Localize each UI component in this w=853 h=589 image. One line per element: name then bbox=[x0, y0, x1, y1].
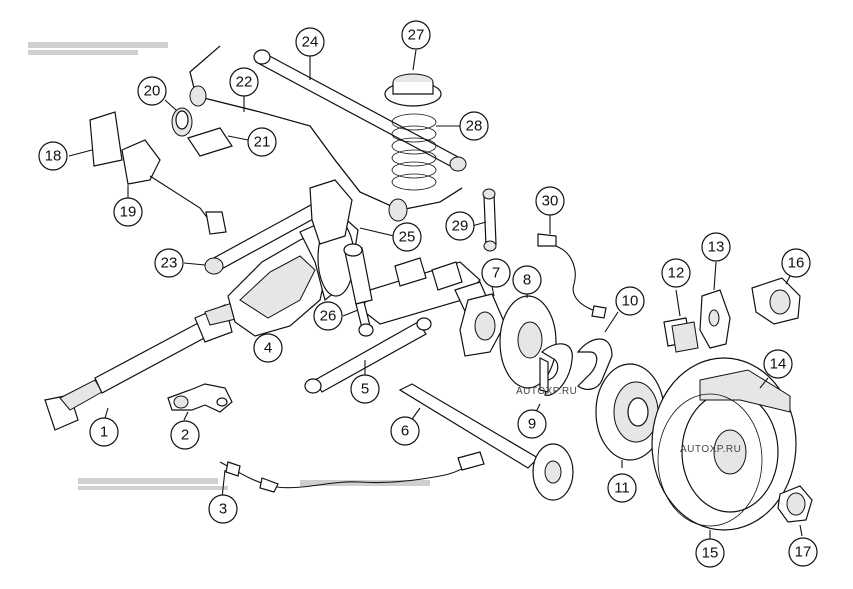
brake-pads bbox=[663, 289, 699, 353]
callout-20: 20 bbox=[137, 76, 167, 106]
callout-30-label: 30 bbox=[542, 193, 559, 210]
callout-15: 15 bbox=[695, 538, 725, 568]
watermark-center: AUTOXP.RU bbox=[516, 386, 577, 397]
trailing-link bbox=[253, 49, 467, 172]
callout-26: 26 bbox=[313, 301, 343, 331]
callout-6: 6 bbox=[390, 416, 420, 446]
callout-1-label: 1 bbox=[100, 424, 108, 441]
callout-11: 11 bbox=[607, 473, 637, 503]
callout-8-label: 8 bbox=[523, 272, 531, 289]
callout-12-label: 12 bbox=[668, 265, 685, 282]
callout-17: 17 bbox=[788, 537, 818, 567]
callout-5-label: 5 bbox=[361, 381, 369, 398]
callout-7: 7 bbox=[481, 258, 511, 288]
callout-9: 9 bbox=[517, 409, 547, 439]
watermark-right: AUTOXP.RU bbox=[680, 444, 741, 455]
callout-16-label: 16 bbox=[788, 255, 805, 272]
callout-28-label: 28 bbox=[466, 118, 483, 135]
callout-4: 4 bbox=[253, 333, 283, 363]
shock-absorber bbox=[342, 243, 374, 337]
callout-13-label: 13 bbox=[708, 239, 725, 256]
hub-cap bbox=[777, 485, 813, 537]
callout-21: 21 bbox=[247, 127, 277, 157]
callout-22: 22 bbox=[229, 67, 259, 97]
spring-seat bbox=[384, 49, 442, 107]
callout-14: 14 bbox=[763, 349, 793, 379]
callout-10-label: 10 bbox=[622, 293, 639, 310]
callout-3-label: 3 bbox=[219, 501, 227, 518]
callout-19: 19 bbox=[113, 197, 143, 227]
callout-27-label: 27 bbox=[408, 27, 425, 44]
shield-plate bbox=[68, 111, 123, 167]
callout-30: 30 bbox=[535, 186, 565, 216]
axle-shaft bbox=[398, 383, 574, 501]
callout-8: 8 bbox=[512, 265, 542, 295]
callout-1: 1 bbox=[89, 417, 119, 447]
callout-29: 29 bbox=[445, 211, 475, 241]
callout-10: 10 bbox=[615, 286, 645, 316]
lateral-rod bbox=[304, 317, 432, 394]
abs-sensor-cable bbox=[219, 451, 485, 499]
callout-22-label: 22 bbox=[236, 74, 253, 91]
callout-26-label: 26 bbox=[320, 308, 337, 325]
callout-14-label: 14 bbox=[770, 356, 787, 373]
callout-19-label: 19 bbox=[120, 204, 137, 221]
callout-9-label: 9 bbox=[528, 416, 536, 433]
callout-17-label: 17 bbox=[795, 544, 812, 561]
callout-24: 24 bbox=[295, 27, 325, 57]
callout-7-label: 7 bbox=[492, 265, 500, 282]
load-sensing-valve bbox=[121, 139, 227, 235]
callout-12: 12 bbox=[661, 258, 691, 288]
callout-2: 2 bbox=[170, 420, 200, 450]
stabilizer-bar bbox=[189, 45, 463, 222]
brake-caliper bbox=[751, 275, 801, 325]
callout-16: 16 bbox=[781, 248, 811, 278]
wheel-rim bbox=[657, 393, 763, 540]
axle-flange bbox=[459, 285, 506, 357]
stabilizer-bushing bbox=[164, 99, 193, 137]
callout-20-label: 20 bbox=[144, 83, 161, 100]
brake-hose bbox=[537, 214, 607, 319]
stabilizer-bracket bbox=[187, 127, 249, 157]
callout-11-label: 11 bbox=[614, 480, 630, 497]
callout-27: 27 bbox=[401, 20, 431, 50]
callout-23: 23 bbox=[154, 248, 184, 278]
callout-3: 3 bbox=[208, 494, 238, 524]
callout-29-label: 29 bbox=[452, 218, 469, 235]
caliper-bracket bbox=[699, 261, 731, 349]
callout-5: 5 bbox=[350, 374, 380, 404]
callout-2-label: 2 bbox=[181, 427, 189, 444]
watermark-bars bbox=[28, 42, 430, 490]
callout-13: 13 bbox=[701, 232, 731, 262]
brake-shoe bbox=[576, 311, 619, 390]
brake-shoes bbox=[535, 343, 573, 413]
callout-23-label: 23 bbox=[161, 255, 178, 272]
stabilizer-link bbox=[471, 188, 497, 252]
callout-4-label: 4 bbox=[264, 340, 272, 357]
callout-25: 25 bbox=[392, 222, 422, 252]
coil-spring bbox=[391, 113, 462, 191]
callout-21-label: 21 bbox=[254, 134, 271, 151]
bracket bbox=[167, 383, 233, 421]
callout-6-label: 6 bbox=[401, 423, 409, 440]
differential-housing bbox=[227, 213, 359, 346]
callout-18: 18 bbox=[38, 141, 68, 171]
callout-24-label: 24 bbox=[302, 34, 319, 51]
callout-28: 28 bbox=[459, 111, 489, 141]
callout-18-label: 18 bbox=[45, 148, 62, 165]
propeller-shaft bbox=[44, 301, 241, 431]
brake-disc bbox=[595, 363, 665, 468]
wheel-tire bbox=[651, 357, 797, 531]
callout-15-label: 15 bbox=[702, 545, 719, 562]
axle-housing-bracket bbox=[309, 179, 395, 245]
callout-25-label: 25 bbox=[399, 229, 416, 246]
